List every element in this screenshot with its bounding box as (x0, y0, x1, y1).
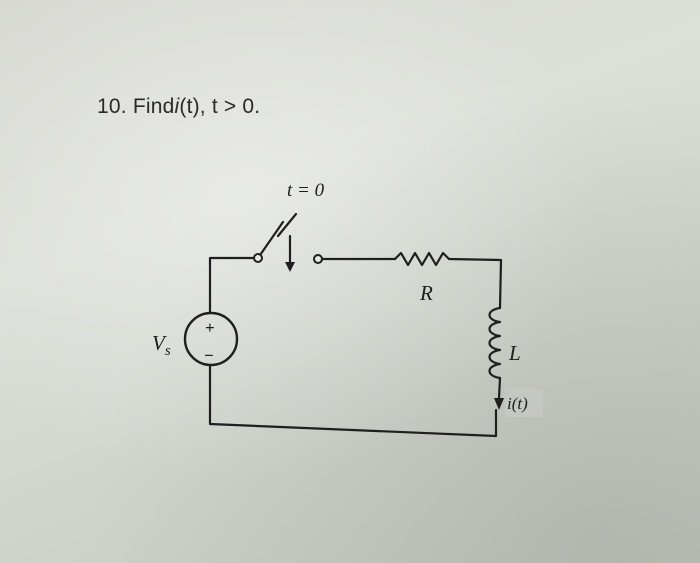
source-plus: + (205, 318, 215, 337)
current-label: i(t) (507, 394, 528, 413)
switch-contact (313, 254, 323, 264)
switch-arrow-head (285, 262, 295, 272)
problem-statement: 10. Findi(t), t > 0. (97, 95, 260, 119)
switch-arrow-shaft (276, 212, 298, 238)
wire-right-lower (497, 376, 502, 400)
source-label: Vs (152, 331, 171, 359)
source-label-main: V (152, 331, 167, 355)
switch-blade (256, 220, 285, 260)
source-minus: − (204, 346, 214, 365)
inductor-label: L (508, 341, 521, 365)
wire-left-top (208, 256, 258, 314)
problem-number: 10. (97, 95, 127, 118)
problem-argument: (t), t > 0. (179, 95, 261, 118)
resistor (393, 251, 451, 267)
source-label-sub: s (165, 343, 171, 359)
switch-label: t = 0 (287, 180, 325, 201)
current-label-highlight (505, 389, 543, 417)
switch-pivot (253, 253, 263, 263)
resistor-label: R (419, 281, 433, 305)
voltage-source (183, 311, 239, 367)
wire-bottom (208, 364, 498, 438)
wire-top-right (447, 257, 503, 310)
current-arrow-icon (494, 398, 504, 410)
inductor (488, 306, 502, 380)
problem-find-word: Find (132, 95, 175, 118)
problem-function: i (174, 95, 180, 118)
